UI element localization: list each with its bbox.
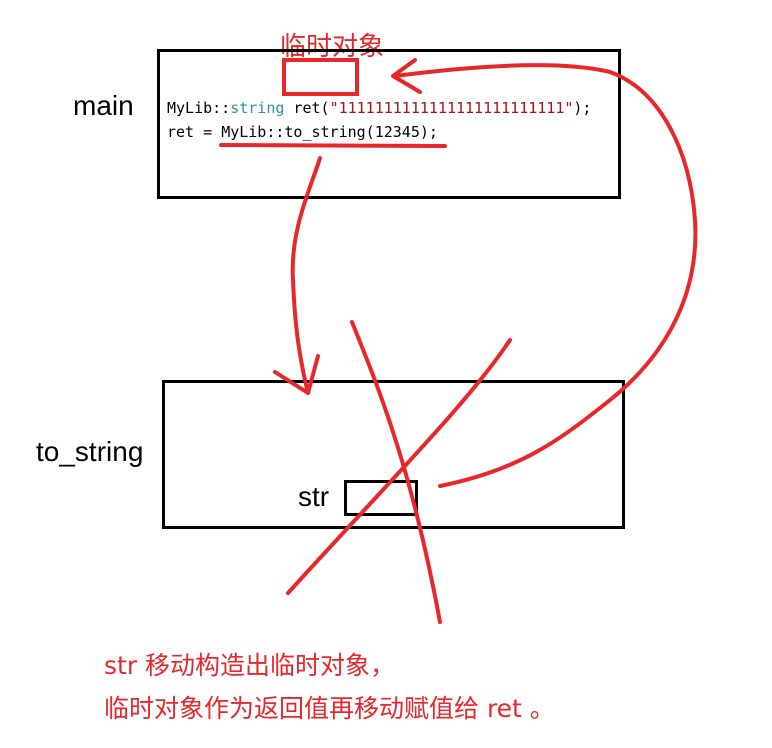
cross-out-line-1 xyxy=(350,320,442,624)
return-arrow xyxy=(393,63,698,488)
return-arrow-head xyxy=(391,58,422,94)
caption-line-2: 临时对象作为返回值再移动赋值给 ret 。 xyxy=(104,694,555,723)
code-ns: MyLib:: xyxy=(167,99,231,117)
to-string-label: to_string xyxy=(36,436,144,467)
code-type-keyword: string xyxy=(230,99,285,117)
call-underline xyxy=(219,143,447,148)
to-string-frame xyxy=(162,380,625,529)
code-line-2: ret = MyLib::to_string(12345); xyxy=(167,123,438,141)
temp-object-box xyxy=(282,58,359,96)
call-arrow-head xyxy=(273,354,320,395)
str-box xyxy=(344,480,418,516)
temp-object-title: 临时对象 xyxy=(280,32,385,62)
code-decl: ret( xyxy=(284,99,330,117)
call-arrow xyxy=(290,156,322,395)
caption-line-1: str 移动构造出临时对象， xyxy=(104,651,396,680)
code-call: MyLib::to_string(12345); xyxy=(221,123,438,141)
code-string-literal: "1111111111111111111111111" xyxy=(329,99,574,117)
code-end: ); xyxy=(573,99,592,117)
code-line-1: MyLib::string ret("111111111111111111111… xyxy=(167,99,591,117)
str-label: str xyxy=(298,481,330,512)
main-label: main xyxy=(73,90,134,121)
cross-out-line-2 xyxy=(286,338,512,595)
main-frame xyxy=(157,49,621,199)
code-assign: ret = xyxy=(167,123,222,141)
